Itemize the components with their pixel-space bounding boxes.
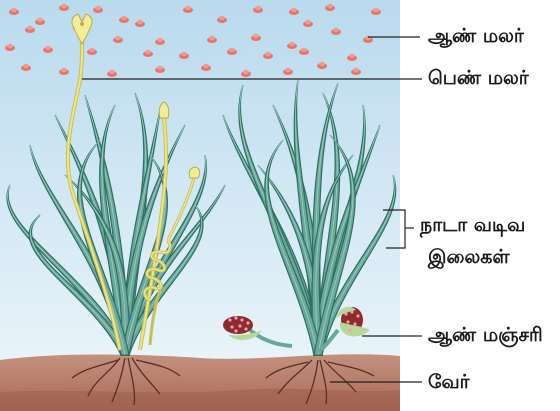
label-female-flower: பெண் மலர் xyxy=(428,67,529,89)
water-background xyxy=(0,0,400,372)
label-ribbon-leaves-line1: நாடா வடிவ xyxy=(420,214,525,236)
label-root: வேர் xyxy=(428,371,470,393)
label-ribbon-leaves-line2: இலைகள் xyxy=(428,246,510,268)
label-male-flower: ஆண் மலர் xyxy=(428,25,524,47)
label-male-spadix: ஆண் மஞ்சரி xyxy=(428,324,543,346)
